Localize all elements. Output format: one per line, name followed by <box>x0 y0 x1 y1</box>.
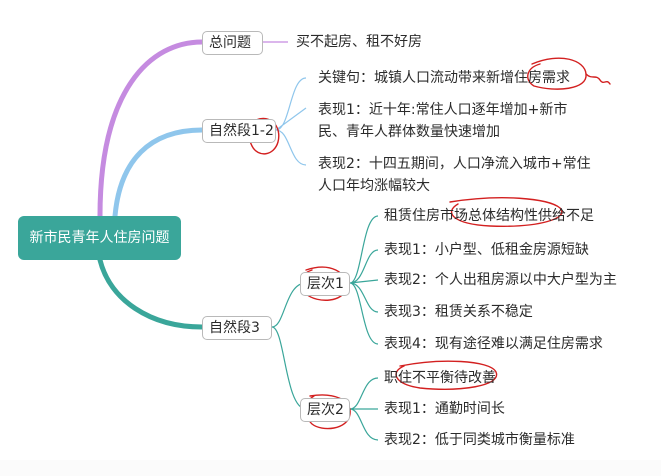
annotation-circle-demand <box>527 57 587 90</box>
leaf-level1-0[interactable]: 租赁住房市场总体结构性供给不足 <box>384 205 594 227</box>
leaf-general-problem[interactable]: 买不起房、租不好房 <box>296 31 422 53</box>
subnode-label: 层次2 <box>307 402 344 418</box>
root-label: 新市民青年人住房问题 <box>29 230 170 246</box>
connector-root-branch2 <box>112 127 205 219</box>
subnode-level-2[interactable]: 层次2 <box>300 398 350 422</box>
connector-root-branch3 <box>97 257 205 330</box>
branch-label: 自然段3 <box>209 320 260 336</box>
subnode-label: 层次1 <box>307 276 344 292</box>
subnode-level-1[interactable]: 层次1 <box>300 272 350 296</box>
leaf-level2-2[interactable]: 表现2：低于同类城市衡量标准 <box>384 429 575 451</box>
connector-root-branch1 <box>97 39 205 219</box>
branch-label: 总问题 <box>209 35 251 51</box>
leaf-text: 租赁住房市场总体结构性供给不足 <box>384 208 594 224</box>
leaf-text: 关键句：城镇人口流动带来新增住房需求 <box>318 70 570 86</box>
branch-node-paragraph-1-2[interactable]: 自然段1-2 <box>202 119 276 143</box>
leaf-key-sentence[interactable]: 关键句：城镇人口流动带来新增住房需求 <box>318 67 570 89</box>
root-node[interactable]: 新市民青年人住房问题 <box>18 216 181 260</box>
leaf-manifestation-2[interactable]: 表现2：十四五期间，人口净流入城市+常住人口年均涨幅较大 <box>318 153 592 197</box>
leaf-text: 表现2：低于同类城市衡量标准 <box>384 432 575 448</box>
leaf-level2-1[interactable]: 表现1：通勤时间长 <box>384 398 505 420</box>
leaf-level1-4[interactable]: 表现4：现有途径难以满足住房需求 <box>384 333 603 355</box>
leaf-text: 职住不平衡待改善 <box>384 370 496 386</box>
branch-label: 自然段1-2 <box>209 123 274 139</box>
leaf-level1-1[interactable]: 表现1：小户型、低租金房源短缺 <box>384 239 589 261</box>
leaf-text: 表现3：租赁关系不稳定 <box>384 304 533 320</box>
bottom-strip <box>0 460 661 476</box>
leaf-level1-2[interactable]: 表现2：个人出租房源以中大户型为主 <box>384 269 617 291</box>
leaf-manifestation-1[interactable]: 表现1：近十年:常住人口逐年增加+新市民、青年人群体数量快速增加 <box>318 99 592 143</box>
connector-branch2-leaves <box>275 77 307 166</box>
connector-level1-leaves <box>349 215 379 345</box>
leaf-text: 表现2：个人出租房源以中大户型为主 <box>384 272 617 288</box>
annotation-squiggle <box>585 73 611 85</box>
leaf-text: 表现1：通勤时间长 <box>384 401 505 417</box>
leaf-level2-0[interactable]: 职住不平衡待改善 <box>384 367 496 389</box>
connector-branch3-levels <box>271 282 307 410</box>
leaf-text: 表现2：十四五期间，人口净流入城市+常住人口年均涨幅较大 <box>318 156 591 194</box>
leaf-level1-3[interactable]: 表现3：租赁关系不稳定 <box>384 301 533 323</box>
leaf-text: 表现4：现有途径难以满足住房需求 <box>384 336 603 352</box>
branch-node-general-problem[interactable]: 总问题 <box>202 31 263 55</box>
annotation-circle-jobhousing <box>395 360 498 390</box>
leaf-text: 表现1：近十年:常住人口逐年增加+新市民、青年人群体数量快速增加 <box>318 102 568 140</box>
connector-level2-leaves <box>349 377 379 441</box>
branch-node-paragraph-3[interactable]: 自然段3 <box>202 316 272 340</box>
leaf-text: 表现1：小户型、低租金房源短缺 <box>384 242 589 258</box>
annotation-circle-supply <box>449 197 563 227</box>
leaf-text: 买不起房、租不好房 <box>296 34 422 50</box>
